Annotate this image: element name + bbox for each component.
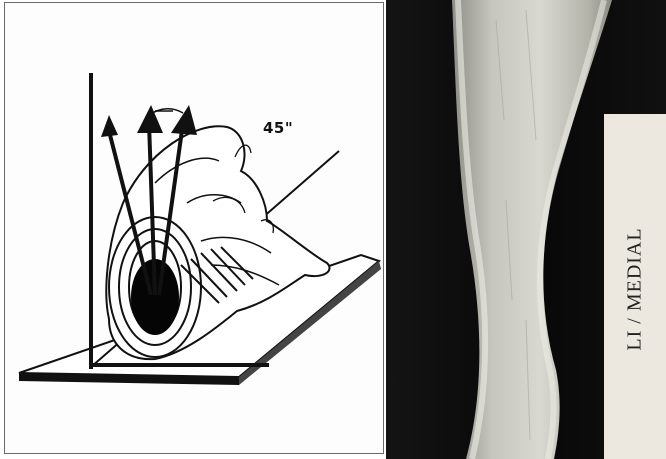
angle-label: 45" [263,119,293,137]
film-marker-text: LI / MEDIAL [624,227,647,350]
positioning-diagram-panel: 45" [4,2,384,454]
film-marker-label: LI / MEDIAL [604,114,666,459]
radiograph-panel: LI / MEDIAL [386,0,666,459]
positioning-diagram [5,3,384,454]
beam-arrow-left-head [101,115,118,137]
